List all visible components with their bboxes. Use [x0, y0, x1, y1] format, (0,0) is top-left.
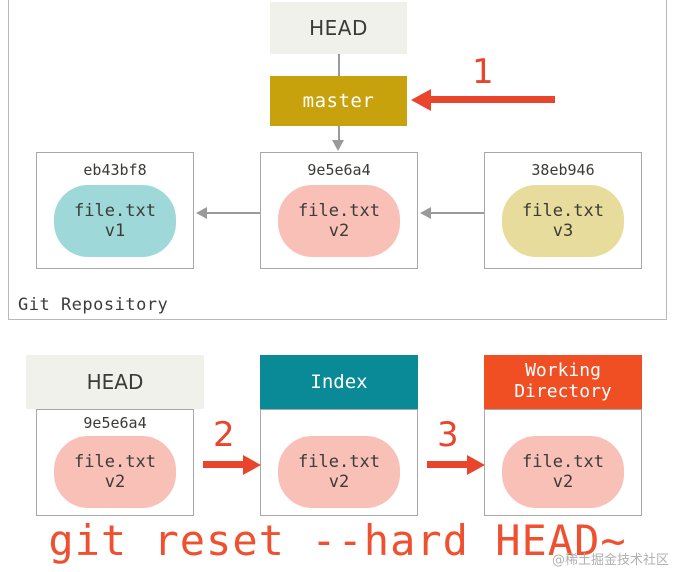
commit-box-eb43bf8: eb43bf8 file.txt v1	[36, 152, 194, 269]
blob-filename: file.txt	[522, 451, 604, 472]
annotation-number-1: 1	[472, 52, 494, 92]
annotation-arrow-1-head-icon	[411, 89, 431, 111]
stage-working-directory-line1: Working	[525, 360, 601, 382]
annotation-arrow-3-shaft	[427, 461, 469, 468]
annotation-arrow-3-head-icon	[467, 455, 485, 475]
annotation-number-3: 3	[437, 415, 459, 455]
connector-master-to-commit	[338, 126, 340, 142]
commit-hash: 9e5e6a4	[307, 161, 371, 179]
commit-blob: file.txt v2	[278, 185, 400, 257]
git-repository-frame	[8, 0, 667, 320]
connector-head-to-master	[338, 54, 340, 76]
commit-box-38eb946: 38eb946 file.txt v3	[484, 152, 642, 269]
git-command-text: git reset --hard HEAD~	[48, 516, 627, 565]
commit-blob: file.txt v1	[54, 185, 176, 257]
blob-version: v2	[328, 472, 350, 492]
annotation-arrow-2-head-icon	[243, 455, 261, 475]
annotation-arrow-2-shaft	[203, 461, 245, 468]
repo-master-box: master	[270, 76, 407, 126]
repo-head-box: HEAD	[270, 2, 407, 54]
blob-filename: file.txt	[74, 200, 156, 221]
arrowhead-commit2-to-commit1-icon	[196, 207, 207, 219]
blob-version: v3	[552, 221, 574, 241]
stage-working-directory-blob: file.txt v2	[502, 436, 624, 508]
arrowhead-master-to-commit-icon	[332, 140, 344, 151]
commit-blob: file.txt v3	[502, 185, 624, 257]
annotation-arrow-1-shaft	[430, 96, 555, 103]
stage-working-directory-line2: Directory	[514, 381, 612, 402]
arrowhead-commit3-to-commit2-icon	[420, 207, 431, 219]
stage-head-box: 9e5e6a4 file.txt v2	[36, 409, 194, 516]
stage-head-hash: 9e5e6a4	[83, 414, 147, 432]
blob-filename: file.txt	[298, 200, 380, 221]
commit-box-9e5e6a4: 9e5e6a4 file.txt v2	[260, 152, 418, 269]
blob-version: v2	[552, 472, 574, 492]
stage-head-blob: file.txt v2	[54, 436, 176, 508]
blob-version: v2	[328, 221, 350, 241]
blob-filename: file.txt	[522, 200, 604, 221]
watermark: @稀土掘金技术社区	[551, 553, 669, 568]
git-repository-label: Git Repository	[18, 295, 169, 315]
stage-index-blob: file.txt v2	[278, 436, 400, 508]
commit-hash: 38eb946	[531, 161, 595, 179]
stage-head-title: HEAD	[26, 355, 204, 409]
blob-version: v1	[104, 221, 126, 241]
stage-working-directory-title: Working Directory	[484, 355, 642, 409]
blob-filename: file.txt	[74, 451, 156, 472]
stage-index-box: file.txt v2	[260, 409, 418, 516]
blob-version: v2	[104, 472, 126, 492]
stage-index-title: Index	[260, 355, 418, 409]
connector-commit2-to-commit1	[207, 212, 260, 214]
annotation-number-2: 2	[213, 415, 235, 455]
connector-commit3-to-commit2	[431, 212, 484, 214]
stage-working-directory-box: file.txt v2	[484, 409, 642, 516]
blob-filename: file.txt	[298, 451, 380, 472]
commit-hash: eb43bf8	[83, 161, 147, 179]
